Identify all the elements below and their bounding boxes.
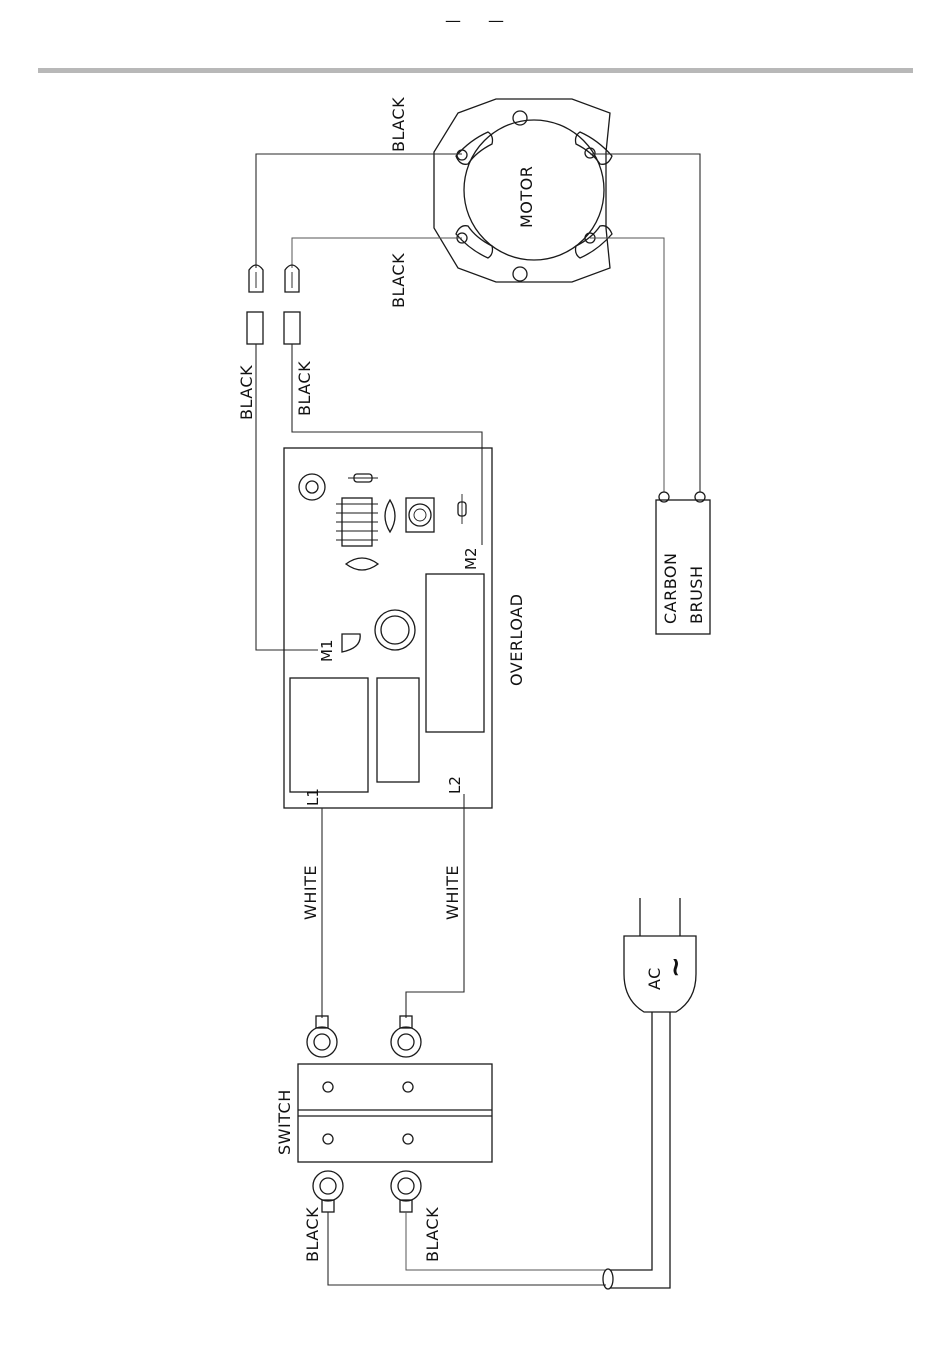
motor-wire-top-label: BLACK [389,97,408,152]
board-m2-label: M2 [462,548,480,571]
switch-black-left-label: BLACK [303,1207,322,1262]
white-left-label: WHITE [301,865,320,920]
switch-label: SWITCH [275,1089,294,1155]
header-rule [38,68,913,73]
switch-black-right-label: BLACK [423,1207,442,1262]
header-mark-left: — [445,11,462,30]
ring-terminals-bottom [313,1171,421,1212]
bullet-connectors [247,265,300,344]
header-mark-right: — [488,11,505,30]
ac-symbol-icon: ~ [661,956,691,978]
carbon-brush-label-2: BRUSH [687,566,706,625]
control-board [284,448,492,808]
wire-switch-left [328,1212,606,1285]
motor: MOTOR [434,99,612,282]
carbon-brush-label-1: CARBON [661,553,680,625]
board-l2-label: L2 [446,776,464,794]
connector-right-label: BLACK [295,361,314,416]
switch [298,1064,492,1162]
overload-label: OVERLOAD [507,594,526,686]
ring-terminals-top [307,1016,421,1057]
wire-m2 [292,344,482,545]
motor-wire-bottom-label: BLACK [389,253,408,308]
motor-wires [256,154,700,492]
connector-left-label: BLACK [237,365,256,420]
motor-label: MOTOR [517,166,536,228]
board-m1-label: M1 [318,640,336,663]
board-l1-label: L1 [304,788,322,806]
white-right-label: WHITE [443,865,462,920]
